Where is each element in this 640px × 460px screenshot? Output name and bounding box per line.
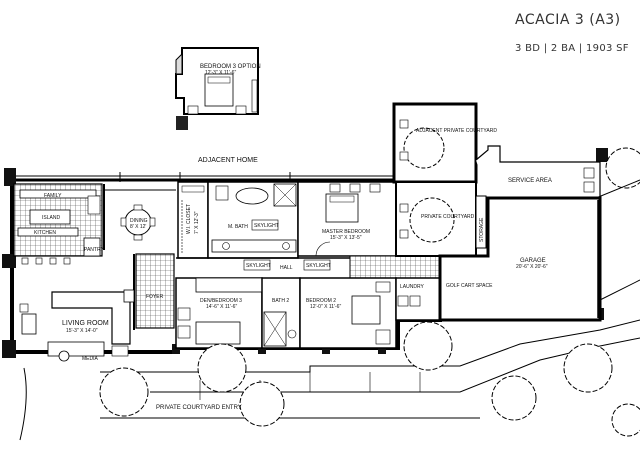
garage: GARAGE 20'-6" X 20'-6" GOLF CART SPACE — [438, 196, 602, 322]
entry-label: PRIVATE COURTYARD ENTRY — [156, 405, 242, 411]
adjacent-home-label: ADJACENT HOME — [198, 157, 258, 164]
dining-label: DINING — [130, 218, 148, 224]
media-label: MEDIA — [82, 356, 99, 362]
adjacent-courtyard-label: ADJACENT PRIVATE COURTYARD — [416, 128, 497, 134]
storage-label: STORAGE — [479, 217, 485, 242]
master-bedroom-dim: 15'-3" X 13'-5" — [330, 235, 362, 241]
dining-area: DINING 8' X 12' — [103, 184, 176, 250]
den-bedroom-3: DEN/BEDROOM 3 14'-6" X 11'-6" — [175, 277, 263, 349]
hall-skylight-left: SKYLIGHT — [246, 263, 271, 269]
hall-label: HALL — [280, 265, 293, 271]
bath-2-label: BATH 2 — [272, 298, 289, 304]
bedroom-2-dim: 12'-0" X 11'-6" — [310, 304, 341, 310]
kitchen-label: KITCHEN — [34, 230, 56, 236]
plan-specs: 3 BD | 2 BA | 1903 SF — [515, 43, 629, 54]
master-bath-label: M. BATH — [228, 224, 248, 230]
family-label: FAMILY — [44, 193, 62, 199]
landscape: PRIVATE COURTYARD ENTRY — [19, 147, 640, 441]
bedroom-option-inset: BEDROOM 3 OPTION 12'-3" X 11'-6" — [175, 47, 261, 130]
den-label: DEN/BEDROOM 3 — [200, 298, 242, 304]
bedroom-2: BEDROOM 2 12'-0" X 11'-6" — [299, 277, 397, 349]
laundry: LAUNDRY — [395, 277, 441, 321]
garage-dim: 20'-6" X 20'-6" — [516, 264, 548, 270]
bedroom-2-label: BEDROOM 2 — [306, 298, 336, 304]
kitchen-area: FAMILY ISLAND KITCHEN PANTRY — [13, 183, 104, 265]
bedroom-option-label: BEDROOM 3 OPTION — [200, 64, 261, 70]
garage-label: GARAGE — [520, 258, 546, 264]
pantry-label: PANTRY — [84, 247, 104, 253]
living-room-label: LIVING ROOM — [62, 320, 109, 327]
wi-closet-label: W.I. CLOSET — [186, 204, 192, 234]
hall-skylight-right: SKYLIGHT — [306, 263, 331, 269]
master-bedroom-label: MASTER BEDROOM — [322, 229, 370, 235]
living-room: LIVING ROOM 15'-3" X 14'-0" MEDIA — [19, 291, 131, 362]
master-bedroom: MASTER BEDROOM 15'-3" X 13'-5" — [297, 181, 397, 257]
bath-2: BATH 2 — [261, 277, 301, 349]
foyer-label: FOYER — [146, 294, 164, 300]
private-courtyard-label: PRIVATE COURTYARD — [421, 214, 475, 220]
dining-dim: 8' X 12' — [130, 224, 146, 230]
plan-title: ACACIA 3 (A3) — [515, 12, 621, 28]
master-bath: M. BATH SKYLIGHT — [207, 181, 299, 259]
wi-closet: W.I. CLOSET 7' X 12'-3" — [177, 181, 209, 259]
bedroom-option-dim: 12'-3" X 11'-6" — [205, 70, 236, 76]
wi-closet-dim: 7' X 12'-3" — [194, 211, 200, 234]
adjacent-courtyard: ADJACENT PRIVATE COURTYARD — [392, 102, 497, 184]
skylight-label: SKYLIGHT — [254, 223, 279, 229]
laundry-label: LAUNDRY — [400, 284, 424, 290]
golf-cart-label: GOLF CART SPACE — [446, 283, 493, 289]
foyer: FOYER — [123, 253, 175, 330]
hall: SKYLIGHT SKYLIGHT HALL — [176, 255, 441, 279]
service-area: SERVICE AREA — [475, 145, 601, 199]
living-room-dim: 15'-3" X 14'-0" — [66, 328, 98, 334]
service-area-label: SERVICE AREA — [508, 178, 552, 184]
den-dim: 14'-6" X 11'-6" — [206, 304, 237, 310]
island-label: ISLAND — [42, 215, 60, 221]
private-courtyard: PRIVATE COURTYARD STORAGE — [395, 181, 487, 257]
adjacent-home: ADJACENT HOME — [4, 157, 400, 182]
